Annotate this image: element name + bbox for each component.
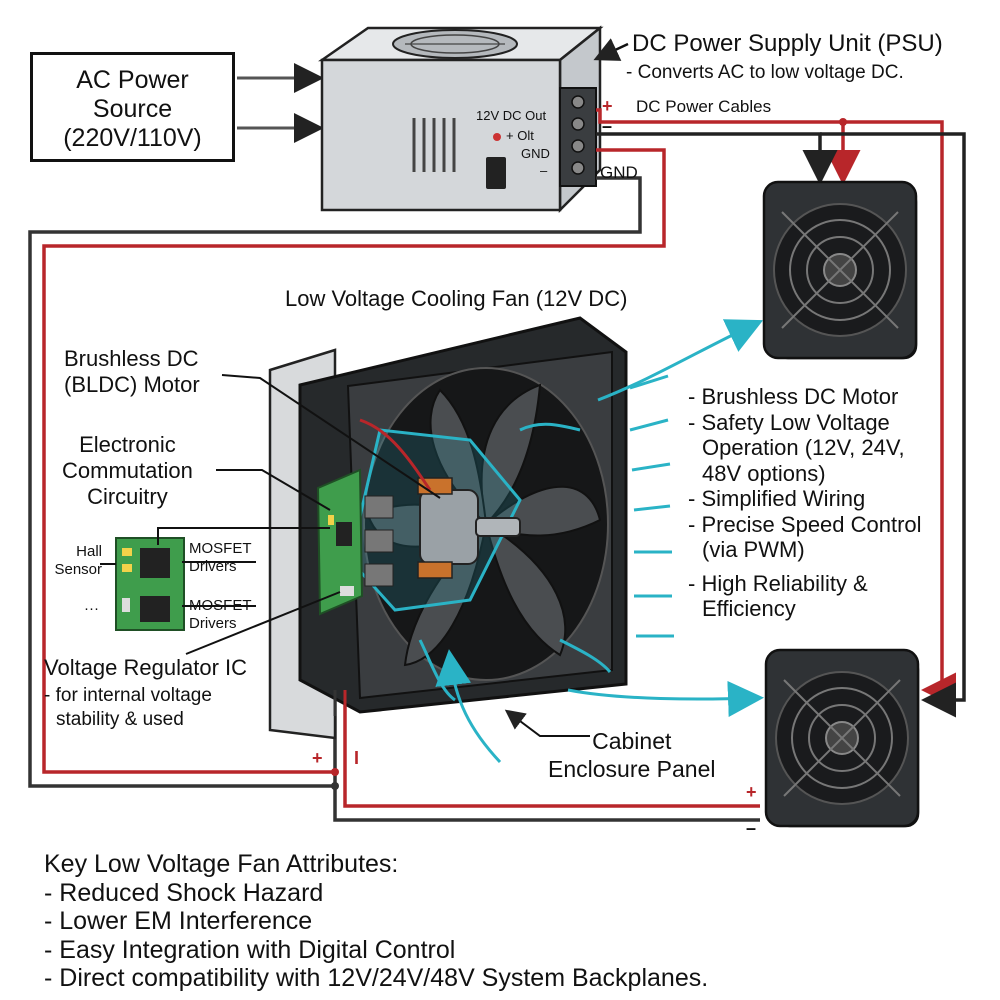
fan-title: Low Voltage Cooling Fan (12V DC) xyxy=(285,286,628,311)
psu-plus-sign: + xyxy=(602,96,613,116)
psu-gnd-label: GND xyxy=(600,163,638,182)
key-attributes: Key Low Voltage Fan Attributes: - Reduce… xyxy=(44,850,708,993)
feature-item: (via PWM) xyxy=(702,537,805,562)
commutation-label: Electronic Commutation Circuitry xyxy=(62,432,193,510)
detail-pcb xyxy=(115,537,185,631)
right-fan-top xyxy=(762,180,918,360)
feature-item: Efficiency xyxy=(702,596,796,621)
ac-source-line-3: (220V/110V) xyxy=(63,124,202,152)
psu-title: DC Power Supply Unit (PSU) xyxy=(632,30,943,57)
commutation-label-line-3: Circuitry xyxy=(87,484,168,509)
voltage-regulator-sub-2: stability & used xyxy=(56,709,184,730)
mosfet-1-line-2: Drivers xyxy=(189,558,237,575)
mosfet-2-line-2: Drivers xyxy=(189,615,237,632)
attribute-item: - Lower EM Interference xyxy=(44,907,313,935)
feature-item: - Safety Low Voltage xyxy=(688,409,890,435)
psu-subtitle: - Converts AC to low voltage DC. xyxy=(626,62,904,83)
psu-terminal-label-2: + Olt xyxy=(506,128,534,143)
psu-power-led xyxy=(493,133,501,141)
voltage-regulator-sub-1: - for internal voltage xyxy=(44,685,212,706)
psu-minus-sign: – xyxy=(602,116,613,136)
mosfet-2-line-1: MOSFET xyxy=(189,597,252,614)
commutation-label-line-2: Commutation xyxy=(62,458,193,483)
mosfet-drivers-label-1: MOSFET Drivers xyxy=(189,540,252,576)
main-fan xyxy=(298,316,628,716)
psu-power-switch xyxy=(486,157,506,189)
fan-plus-sign: + xyxy=(312,748,323,768)
attributes-heading: Key Low Voltage Fan Attributes: xyxy=(44,850,399,878)
right-fan-bottom xyxy=(764,648,920,828)
mosfet-1-line-1: MOSFET xyxy=(189,540,252,557)
cabinet-label-line-1: Cabinet xyxy=(592,728,672,754)
ac-source-line-2: Source xyxy=(92,95,173,123)
cabinet-label-line-2: Enclosure Panel xyxy=(548,756,716,782)
feature-item: - Simplified Wiring xyxy=(688,486,866,511)
ac-power-source-box: AC Power Source (220V/110V) xyxy=(30,52,235,162)
commutation-label-line-1: Electronic xyxy=(79,432,176,457)
psu-terminal-label-1: 12V DC Out xyxy=(476,108,547,123)
dc-power-cables-label: DC Power Cables xyxy=(636,97,772,116)
psu-terminal-label-4: – xyxy=(540,163,548,178)
detail-ellipsis: ··· xyxy=(84,600,99,617)
feature-item: - Precise Speed Control xyxy=(688,511,922,537)
fan-minus-sign: I xyxy=(354,748,360,768)
bldc-motor-label: Brushless DC (BLDC) Motor xyxy=(64,346,200,398)
cabinet-enclosure-label: Cabinet Enclosure Panel xyxy=(548,727,716,783)
feature-item: - Brushless DC Motor xyxy=(688,384,899,409)
right-fan-plus-sign: + xyxy=(746,782,757,802)
psu-terminal-label-3: GND xyxy=(521,146,550,161)
ac-source-line-1: AC Power xyxy=(76,66,189,94)
attribute-item: - Reduced Shock Hazard xyxy=(44,878,324,907)
hall-sensor-line-1: Hall xyxy=(76,543,102,560)
attribute-item: - Easy Integration with Digital Control xyxy=(44,935,456,964)
right-fan-minus-sign: – xyxy=(746,818,757,838)
attribute-item: - Direct compatibility with 12V/24V/48V … xyxy=(44,964,709,992)
mosfet-drivers-label-2: MOSFET Drivers xyxy=(189,597,252,633)
feature-item: Operation (12V, 24V, xyxy=(702,435,905,460)
power-wiring xyxy=(28,108,966,822)
hall-sensor-label: Hall Sensor xyxy=(48,543,102,579)
psu-unit xyxy=(318,25,604,214)
ac-to-psu-arrows xyxy=(237,63,324,143)
voltage-regulator-sub: - for internal voltage stability & used xyxy=(44,684,212,732)
psu-vents xyxy=(412,118,456,172)
hall-sensor-line-2: Sensor xyxy=(54,561,102,578)
motor-shaft xyxy=(475,517,521,537)
airflow-arrows xyxy=(418,319,764,764)
feature-item: - High Reliability & xyxy=(688,570,868,596)
bldc-motor xyxy=(419,489,479,565)
fan-features-list: - Brushless DC Motor - Safety Low Voltag… xyxy=(688,384,922,622)
callout-lines xyxy=(100,374,590,737)
feature-item: 48V options) xyxy=(702,460,826,486)
bldc-motor-label-line-1: Brushless DC xyxy=(64,346,199,371)
bldc-motor-label-line-2: (BLDC) Motor xyxy=(64,372,200,397)
psu-pointer-arrow xyxy=(593,38,629,61)
voltage-regulator-label: Voltage Regulator IC xyxy=(44,655,248,680)
